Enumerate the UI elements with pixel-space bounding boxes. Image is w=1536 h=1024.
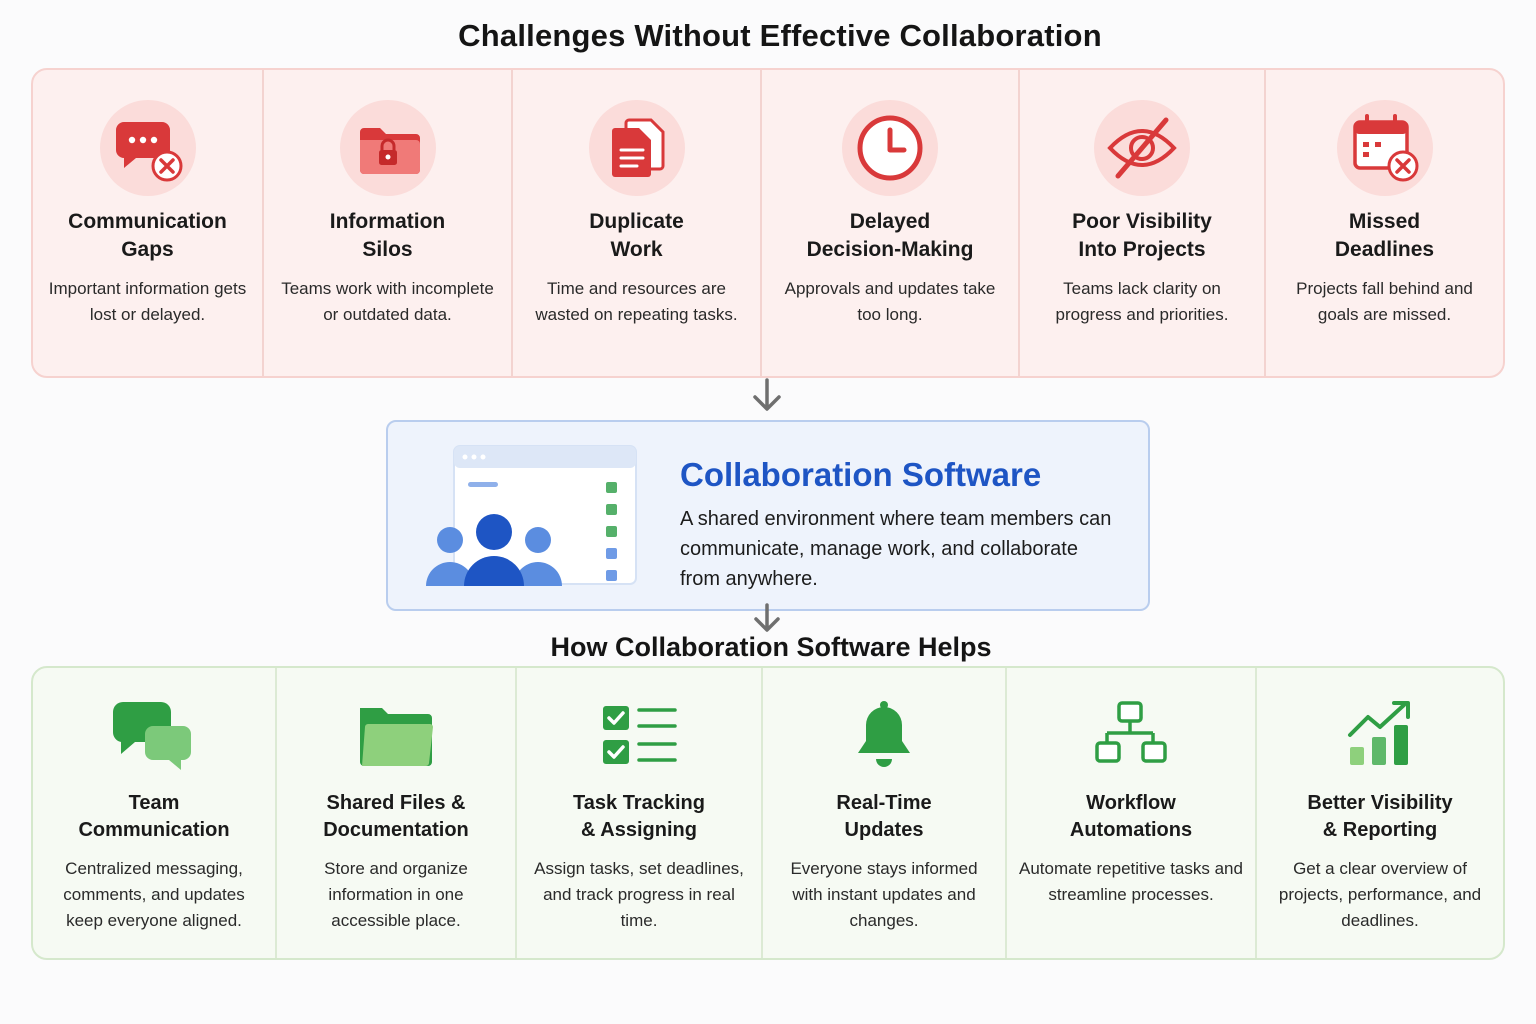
clock-icon [842,100,938,196]
benefit-title-line: Task Tracking [573,792,705,814]
software-desc: A shared environment where team members … [680,508,1112,590]
challenge-desc: Teams work with incomplete or outdated d… [281,279,494,324]
benefit-desc: Get a clear overview of projects, perfor… [1278,859,1482,930]
calendar-error-icon [1336,100,1433,196]
bell-icon [839,698,929,772]
benefit-title-line: Updates [844,819,924,841]
challenge-card: Delayed Decision-Making Approvals and up… [760,70,1018,376]
page-title: Challenges Without Effective Collaborati… [458,18,1102,53]
chat-bubbles-icon [109,698,199,772]
challenge-desc: Projects fall behind and goals are misse… [1296,279,1473,324]
benefit-card: Task Tracking & Assigning Assign tasks, … [515,668,761,958]
challenge-card: Communication Gaps Important information… [33,70,262,376]
helps-title: How Collaboration Software Helps [550,632,992,662]
challenge-card: Missed Deadlines Projects fall behind an… [1264,70,1503,376]
challenges-panel: Communication Gaps Important information… [31,68,1505,378]
challenge-title-line: Decision-Making [806,238,974,261]
software-title: Collaboration Software [680,456,1042,493]
benefit-title-line: Automations [1069,819,1193,841]
challenge-card: Duplicate Work Time and resources are wa… [511,70,760,376]
challenge-desc: Important information gets lost or delay… [48,279,247,324]
benefit-card: Better Visibility & Reporting Get a clea… [1255,668,1503,958]
benefit-title-line: Shared Files & [326,792,466,814]
folder-icon [351,698,441,772]
benefit-title-line: Workflow [1086,792,1176,814]
growth-chart-icon [1335,698,1425,772]
challenge-desc: Time and resources are wasted on repeati… [535,279,738,324]
benefit-card: Shared Files & Documentation Store and o… [275,668,515,958]
benefit-title-line: Communication [78,819,230,841]
benefit-card: Team Communication Centralized messaging… [33,668,275,958]
benefit-title-line: Better Visibility [1307,792,1453,814]
benefit-desc: Centralized messaging, comments, and upd… [63,859,245,930]
benefit-title-line: & Reporting [1322,819,1438,841]
locked-folder-icon [339,100,436,196]
challenge-title-line: Into Projects [1078,238,1206,261]
challenge-title-line: Communication [68,210,227,233]
challenge-desc: Approvals and updates take too long. [784,279,996,324]
benefit-desc: Automate repetitive tasks and streamline… [1019,859,1243,904]
challenge-title-line: Delayed [849,210,931,233]
benefit-title-line: Documentation [323,819,469,841]
benefits-panel: Team Communication Centralized messaging… [31,666,1505,960]
benefit-card: Real-Time Updates Everyone stays informe… [761,668,1005,958]
team-app-window-icon [426,445,637,586]
challenge-title-line: Information [329,210,446,233]
challenge-title-line: Silos [362,238,413,261]
challenge-title-line: Work [610,238,663,261]
collaboration-software-box: Collaboration Software A shared environm… [386,420,1150,611]
challenge-desc: Teams lack clarity on progress and prior… [1055,279,1229,324]
challenge-card: Poor Visibility Into Projects Teams lack… [1018,70,1264,376]
arrow-down-icon [753,378,781,411]
eye-slash-icon [1094,100,1190,196]
challenge-title-line: Gaps [121,238,174,261]
checklist-icon [594,698,684,772]
benefit-card: Workflow Automations Automate repetitive… [1005,668,1255,958]
workflow-icon [1086,698,1176,772]
challenge-title-line: Missed [1348,210,1421,233]
benefit-title-line: & Assigning [581,819,697,841]
benefit-title-line: Team [128,792,180,814]
challenge-card: Information Silos Teams work with incomp… [262,70,511,376]
challenge-title-line: Poor Visibility [1072,210,1212,233]
duplicate-documents-icon [588,100,685,196]
challenge-title-line: Deadlines [1334,238,1435,261]
benefit-desc: Everyone stays informed with instant upd… [790,859,978,930]
arrow-down-icon [754,603,780,632]
challenge-title-line: Duplicate [589,210,684,233]
benefit-desc: Store and organize information in one ac… [324,859,468,930]
benefit-desc: Assign tasks, set deadlines, and track p… [534,859,744,930]
benefit-title-line: Real-Time [836,792,932,814]
chat-error-icon [99,100,196,196]
